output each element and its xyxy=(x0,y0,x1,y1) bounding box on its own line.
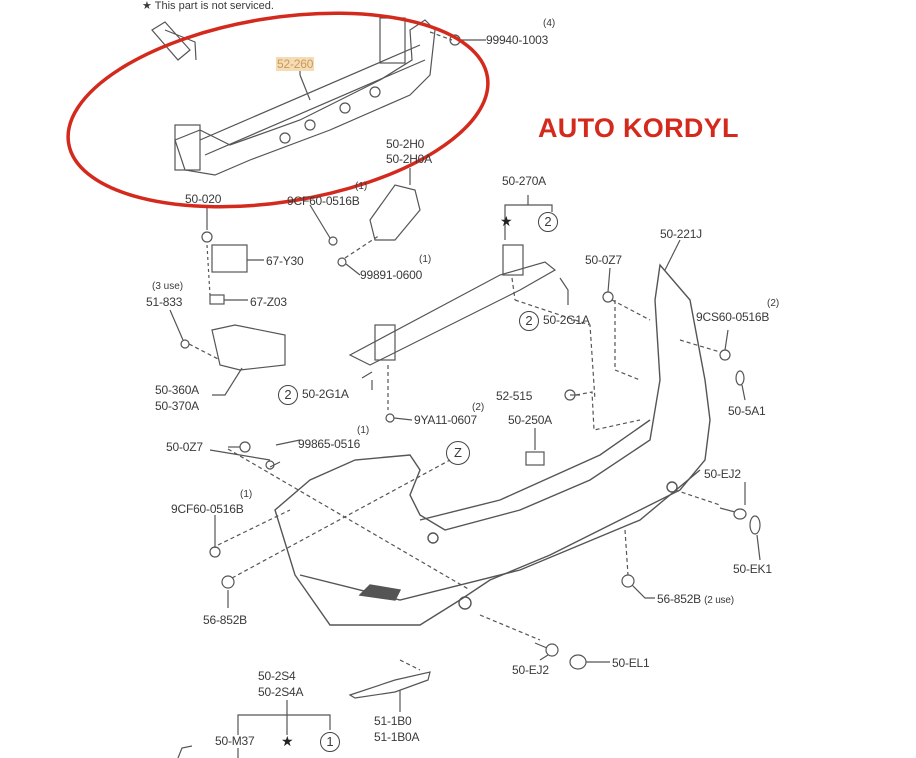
qty: (2) xyxy=(472,402,485,413)
circled-number: 2 xyxy=(538,212,558,232)
part-label[interactable]: 67-Y30 xyxy=(266,254,304,268)
bracket-50-2H0 xyxy=(369,184,421,241)
star-icon: ★ xyxy=(281,733,294,749)
part-label[interactable]: 50-EJ2 xyxy=(512,663,549,677)
part-label[interactable]: 99891-0600 xyxy=(360,268,423,282)
qty: (1) xyxy=(357,425,370,436)
part-label[interactable]: 99940-1003 xyxy=(486,33,549,47)
part-label[interactable]: 50-2G1A xyxy=(302,387,349,401)
qty: (2) xyxy=(767,298,780,309)
part-label[interactable]: 56-852B (2 use) xyxy=(657,593,734,607)
part-label[interactable]: 9YA11-0607 xyxy=(414,413,477,427)
star-icon: ★ xyxy=(500,213,513,229)
part-label[interactable]: 50-M37 xyxy=(215,734,255,748)
part-label[interactable]: 50-EJ2 xyxy=(704,467,741,481)
part-label[interactable]: 50-0Z7 xyxy=(585,253,622,267)
qty: (1) xyxy=(419,254,432,265)
part-label[interactable]: 50-0Z7 xyxy=(166,440,203,454)
part-label[interactable]: 50-360A xyxy=(155,383,199,397)
part-label[interactable]: 51-1B0A xyxy=(374,730,420,744)
part-label[interactable]: 50-2S4A xyxy=(258,685,304,699)
qty: (1) xyxy=(240,489,253,500)
sensor-67-Y30 xyxy=(211,244,248,273)
circled-number: 1 xyxy=(320,732,340,752)
part-label[interactable]: 51-833 xyxy=(146,295,183,309)
part-label[interactable]: 50-221J xyxy=(660,227,702,241)
part-label[interactable]: 50-250A xyxy=(508,413,552,427)
part-label[interactable]: 50-020 xyxy=(185,192,222,206)
part-label[interactable]: 9CF60-0516B xyxy=(287,194,360,208)
part-number: 56-852B xyxy=(657,592,701,606)
part-label[interactable]: 9CS60-0516B xyxy=(696,310,770,324)
circled-number: 2 xyxy=(519,311,539,331)
note-text: This part is not serviced. xyxy=(154,0,274,12)
view-z-marker: Z xyxy=(446,441,470,465)
part-label[interactable]: 51-1B0 xyxy=(374,714,412,728)
part-label[interactable]: 99865-0516 xyxy=(298,437,361,451)
part-label[interactable]: 9CF60-0516B xyxy=(171,502,244,516)
absorber-50-270A xyxy=(348,261,557,366)
part-label[interactable]: 52-515 xyxy=(496,389,533,403)
part-label[interactable]: 50-EL1 xyxy=(612,656,650,670)
part-label[interactable]: 56-852B xyxy=(203,613,247,627)
reflector-51-1B0 xyxy=(348,671,431,699)
part-label[interactable]: 50-2S4 xyxy=(258,669,296,683)
star-icon: ★ xyxy=(142,0,152,12)
qty: (4) xyxy=(543,18,556,29)
qty: (3 use) xyxy=(152,281,184,292)
part-label[interactable]: 50-2H0A xyxy=(386,152,432,166)
rear-bumper-cover xyxy=(274,263,711,626)
part-label[interactable]: 50-370A xyxy=(155,399,199,413)
bracket-part xyxy=(151,21,197,61)
brand-watermark: AUTO KORDYL xyxy=(538,113,739,143)
part-label[interactable]: 50-2H0 xyxy=(386,137,425,151)
circled-number: 2 xyxy=(278,385,298,405)
part-label[interactable]: 67-Z03 xyxy=(250,295,287,309)
qty: (1) xyxy=(355,181,368,192)
part-label-52-260[interactable]: 52-260 xyxy=(276,57,315,71)
part-label[interactable]: 50-270A xyxy=(502,174,546,188)
bracket-50-360A xyxy=(211,324,286,371)
highlight-ellipse xyxy=(66,11,490,209)
part-label[interactable]: 50-5A1 xyxy=(728,404,766,418)
not-serviced-note: ★ This part is not serviced. xyxy=(142,0,274,12)
part-label[interactable]: 50-2G1A xyxy=(543,313,590,327)
qty: (2 use) xyxy=(704,595,734,606)
part-label[interactable]: 50-EK1 xyxy=(733,562,772,576)
